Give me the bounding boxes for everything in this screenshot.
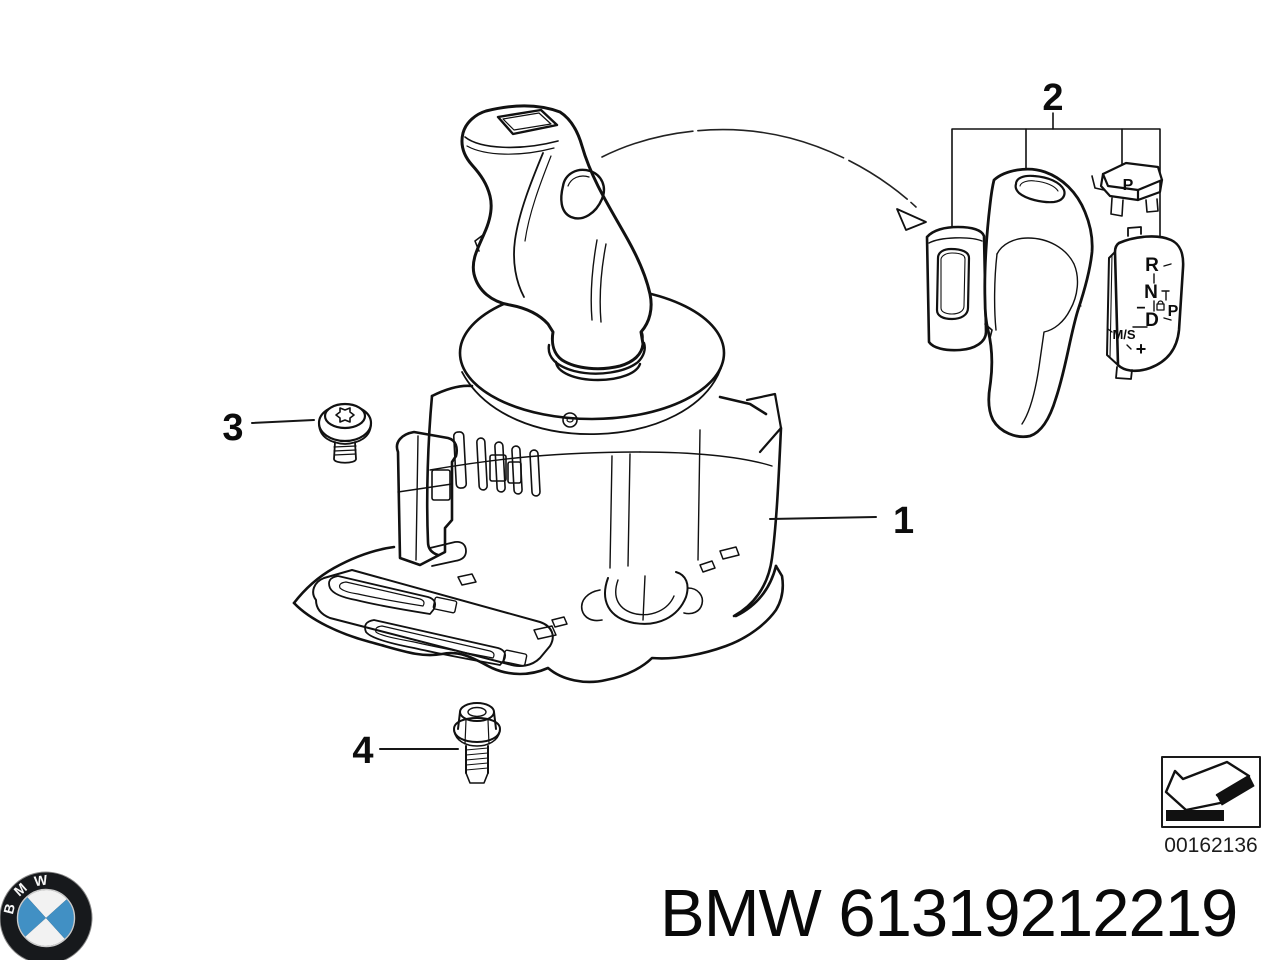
hex-bolt [453,702,501,784]
mounting-tower [395,430,467,567]
knob-trim-cover [983,167,1094,439]
base-bracket [292,545,785,684]
gear-letter-d: D [1145,310,1159,331]
gear-indicator-plate: R N P − D M/S + [1106,226,1185,380]
callout-leader-3 [251,419,315,424]
gear-letter-n: N [1144,282,1158,303]
park-button-label: P [1123,177,1134,194]
gear-ms: M/S [1112,327,1135,342]
logo-letter-w: W [33,871,49,889]
park-button: P [1091,161,1164,217]
bmw-roundel-logo: B M W [0,871,93,960]
page-symbol-box [1161,756,1261,828]
logo-letter-b: B [0,902,18,916]
callout-3-label: 3 [222,407,243,449]
part-number-text: BMW 61319212219 [660,876,1237,951]
callout-1-label: 1 [893,500,914,542]
callout-4-label: 4 [352,730,373,772]
gear-plus: + [1136,339,1147,359]
gear-minus: − [1136,300,1145,317]
selector-knob [460,104,653,371]
callout-leaders [251,419,877,750]
gear-letter-r: R [1145,255,1159,276]
gear-letter-p: P [1168,303,1179,320]
switch-housing [395,384,783,618]
page-arrow-icon [1164,760,1255,821]
image-number: 00162136 [1164,834,1257,857]
rotation-arrow [601,128,927,231]
trim-set-bracket [951,112,1161,239]
arrowhead-icon [896,208,927,231]
callout-2-label: 2 [1042,77,1063,119]
torx-screw [317,402,373,464]
callout-leader-1 [769,516,877,520]
bracket-pocket [580,571,704,625]
shiftlock-icon [1156,300,1165,311]
